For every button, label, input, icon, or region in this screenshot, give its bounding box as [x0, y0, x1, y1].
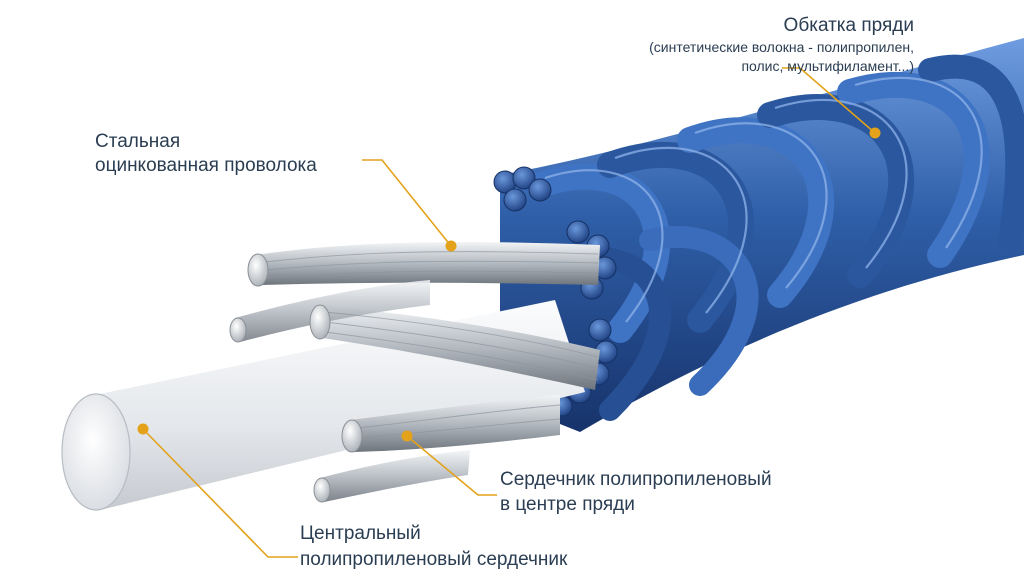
label-steel-wire-line-2: оцинкованная проволока — [95, 155, 317, 176]
steel-wire-end — [341, 419, 363, 453]
leader-dot-central — [137, 423, 149, 435]
label-central-core-line-2: полипропиленовый сердечник — [300, 549, 568, 570]
rope-strand-highlights — [544, 76, 983, 323]
leader-lines — [142, 67, 876, 558]
steel-wire-end — [229, 317, 247, 343]
steel-strand-bottom — [320, 450, 470, 502]
leader-dot-sheath — [869, 127, 881, 139]
rope-body — [500, 38, 1024, 432]
label-central-core-line-1: Центральный — [300, 523, 421, 544]
label-strand-core-line-1: Сердечник полипропиленовый — [500, 469, 772, 490]
label-sheath: Обкатка пряди (синтетические волокна - п… — [649, 14, 914, 76]
label-sheath-detail-1: (синтетические волокна - полипропилен, — [649, 39, 914, 55]
label-steel-wire-line-1: Стальная — [95, 131, 181, 152]
steel-strand-middle — [318, 305, 600, 390]
leader-line-steel — [362, 159, 452, 247]
leader-line-central — [142, 428, 298, 558]
label-strand-core-line-2: в центре пряди — [500, 494, 635, 515]
leader-dots — [137, 127, 881, 442]
steel-wire-end — [313, 477, 331, 503]
label-sheath-title: Обкатка пряди — [783, 15, 914, 36]
label-steel-wire: Стальная оцинкованная проволока — [95, 130, 317, 178]
steel-wire-end — [309, 304, 331, 340]
rope-strand-twists — [527, 54, 1024, 421]
label-sheath-detail-2: полис, мультифиламент...) — [741, 58, 914, 74]
label-central-core: Центральный полипропиленовый сердечник — [300, 521, 567, 573]
leader-line-sheath — [782, 67, 876, 134]
steel-wire-strands — [229, 242, 600, 503]
leader-dot-strand-core — [401, 430, 413, 442]
steel-strand-upper — [255, 242, 600, 285]
steel-wire-lines — [264, 251, 599, 439]
label-strand-core: Сердечник полипропиленовый в центре пряд… — [500, 467, 772, 517]
central-core-end — [61, 393, 131, 511]
leader-line-strand-core — [406, 435, 497, 496]
steel-strand-back — [235, 280, 430, 342]
leader-dot-steel — [445, 240, 457, 252]
steel-wire-end — [247, 253, 269, 287]
